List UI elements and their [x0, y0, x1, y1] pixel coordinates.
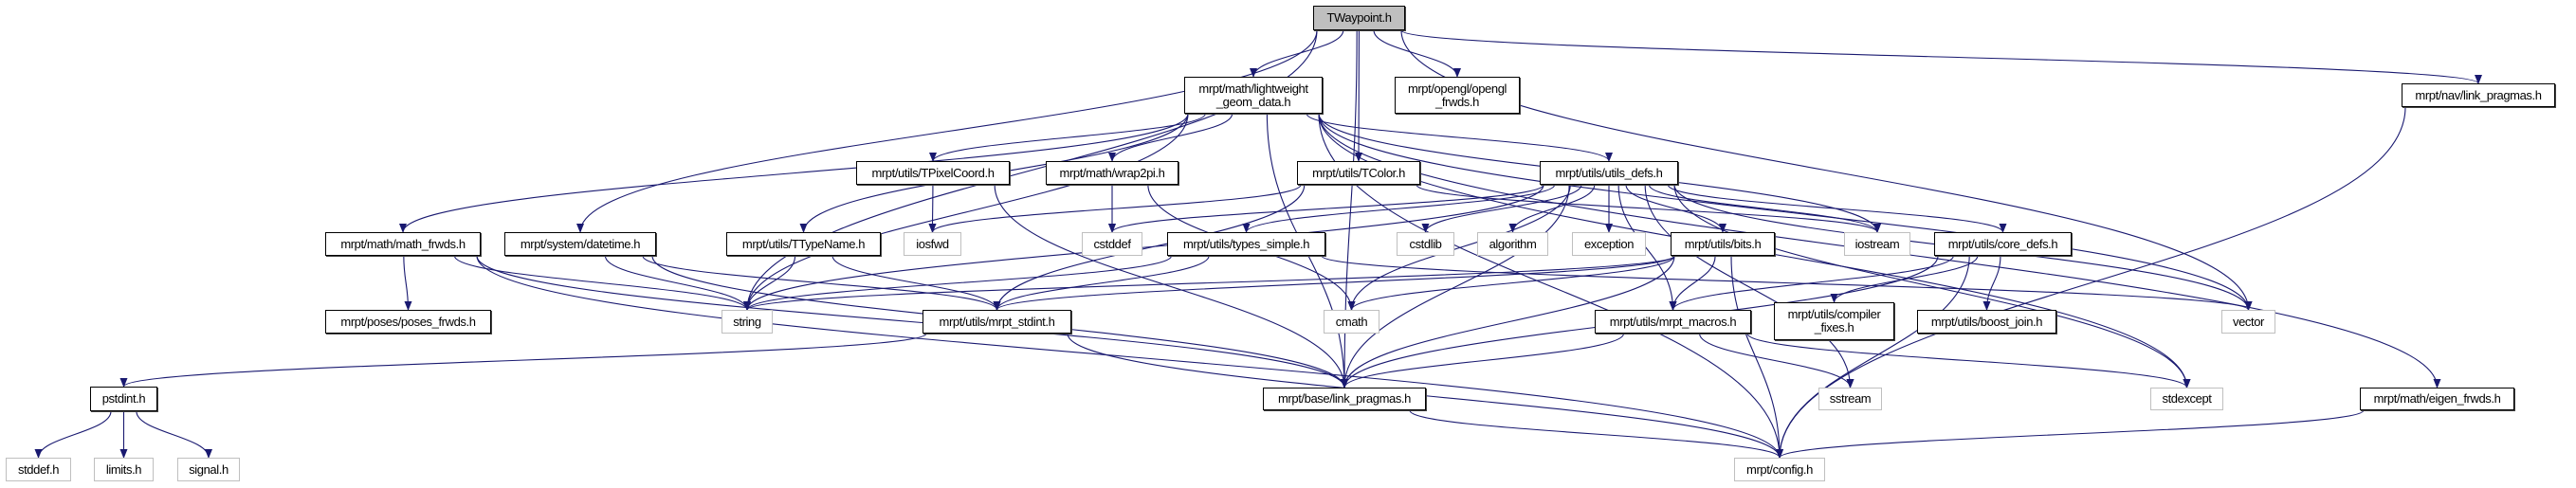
graph-node-exception: exception: [1572, 232, 1646, 256]
graph-node-sstream: sstream: [1818, 388, 1882, 410]
graph-node-vector: vector: [2221, 310, 2275, 334]
graph-node-twaypoint[interactable]: TWaypoint.h: [1313, 6, 1405, 30]
edge-base_link_pragmas-to-config: [1409, 409, 1783, 459]
graph-node-tpixelcoord[interactable]: mrpt/utils/TPixelCoord.h: [856, 161, 1010, 185]
edge-bits-to-string: [743, 255, 1675, 311]
graph-node-ttypename[interactable]: mrpt/utils/TTypeName.h: [726, 232, 881, 256]
graph-node-cmath: cmath: [1324, 310, 1379, 334]
edge-utils_defs-to-iostream: [1648, 184, 1881, 233]
edge-utils_defs-to-cmath: [1347, 184, 1571, 311]
edge-lightweight-to-math_frwds: [399, 113, 1189, 233]
edge-core_defs-to-mrpt_macros: [1669, 255, 1954, 311]
edge-twaypoint-to-opengl_frwds: [1373, 29, 1461, 78]
edge-utils_defs-to-types_simple: [1242, 184, 1556, 233]
edge-mrpt_macros-to-stdexcept: [1746, 333, 2191, 389]
edge-math_frwds-to-config: [476, 255, 1783, 459]
edge-twaypoint-to-base_link_pragmas: [1341, 29, 1358, 389]
edge-types_simple-to-string: [743, 255, 1173, 311]
graph-node-math-frwds[interactable]: mrpt/math/math_frwds.h: [325, 232, 481, 256]
graph-node-poses-frwds[interactable]: mrpt/poses/poses_frwds.h: [325, 310, 491, 334]
edge-utils_defs-to-sstream: [1644, 184, 1854, 389]
edge-math_frwds-to-base_link_pragmas: [476, 255, 1348, 389]
edge-bits-to-mrpt_stdint: [993, 255, 1675, 311]
graph-node-types-simple[interactable]: mrpt/utils/types_simple.h: [1167, 232, 1325, 256]
graph-node-config: mrpt/config.h: [1734, 458, 1825, 481]
edge-math_frwds-to-string: [453, 255, 751, 311]
graph-node-core-defs[interactable]: mrpt/utils/core_defs.h: [1934, 232, 2072, 256]
graph-node-mrpt-stdint[interactable]: mrpt/utils/mrpt_stdint.h: [923, 310, 1071, 334]
edge-tcolor-to-iosfwd: [928, 184, 1302, 233]
edge-utils_defs-to-base_link_pragmas: [1341, 184, 1570, 389]
edge-utils_defs-to-bits: [1625, 184, 1726, 233]
graph-node-boost-join[interactable]: mrpt/utils/boost_join.h: [1917, 310, 2056, 334]
graph-node-iosfwd: iosfwd: [904, 232, 961, 256]
graph-node-pstdint[interactable]: pstdint.h: [90, 387, 157, 411]
graph-node-bits[interactable]: mrpt/utils/bits.h: [1671, 232, 1775, 256]
edge-mrpt_macros-to-base_link_pragmas: [1341, 333, 1625, 389]
graph-node-stddef: stddef.h: [6, 458, 71, 481]
graph-node-cstddef: cstddef: [1082, 232, 1142, 256]
edge-twaypoint-to-nav_link_pragmas: [1400, 29, 2482, 84]
graph-node-lightweight[interactable]: mrpt/math/lightweight _geom_data.h: [1184, 77, 1323, 114]
edge-utils_defs-to-core_defs: [1667, 184, 2007, 233]
graph-node-stdexcept: stdexcept: [2150, 388, 2223, 410]
edge-bits-to-cmath: [1347, 255, 1675, 311]
edge-pstdint-to-stddef: [34, 410, 112, 459]
edge-datetime-to-mrpt_stdint: [642, 255, 1001, 311]
edge-core_defs-to-compiler_fixes: [1830, 255, 1979, 303]
edge-tcolor-to-iostream: [1416, 184, 1881, 233]
graph-node-nav-link-pragmas[interactable]: mrpt/nav/link_pragmas.h: [2402, 83, 2555, 107]
edge-utils_defs-to-cstdlib: [1421, 184, 1582, 233]
graph-node-datetime[interactable]: mrpt/system/datetime.h: [504, 232, 656, 256]
graph-node-wrap2pi[interactable]: mrpt/math/wrap2pi.h: [1046, 161, 1178, 185]
edge-utils_defs-to-algorithm: [1508, 184, 1596, 233]
graph-node-tcolor[interactable]: mrpt/utils/TColor.h: [1297, 161, 1420, 185]
graph-node-signal: signal.h: [177, 458, 240, 481]
edge-bits-to-base_link_pragmas: [1341, 255, 1675, 389]
graph-node-iostream: iostream: [1844, 232, 1910, 256]
edge-tpixelcoord-to-base_link_pragmas: [994, 184, 1348, 389]
graph-node-compiler-fixes[interactable]: mrpt/utils/compiler _fixes.h: [1774, 302, 1894, 340]
edge-twaypoint-to-datetime: [576, 29, 1318, 233]
edge-mrpt_macros-to-sstream: [1699, 333, 1854, 389]
graph-node-limits: limits.h: [94, 458, 154, 481]
edge-math_frwds-to-poses_frwds: [403, 255, 412, 311]
edge-mrpt_stdint-to-pstdint: [119, 333, 927, 388]
edge-ttypename-to-mrpt_stdint: [831, 255, 1001, 311]
edge-core_defs-to-boost_join: [1982, 255, 2001, 311]
edge-eigen_frwds-to-config: [1776, 409, 2365, 459]
edge-types_simple-to-mrpt_stdint: [993, 255, 1210, 311]
graph-node-cstdlib: cstdlib: [1397, 232, 1454, 256]
edge-pstdint-to-signal: [136, 410, 212, 459]
graph-node-string: string: [722, 310, 773, 334]
edge-ttypename-to-string: [743, 255, 796, 311]
graph-node-algorithm: algorithm: [1477, 232, 1548, 256]
edge-nav_link_pragmas-to-config: [1776, 106, 2406, 459]
edge-utils_defs-to-cstddef: [1108, 184, 1544, 233]
edge-utils_defs-to-string: [743, 184, 1544, 311]
graph-node-utils-defs[interactable]: mrpt/utils/utils_defs.h: [1540, 161, 1678, 185]
edge-lightweight-to-tpixelcoord: [929, 113, 1206, 162]
graph-node-eigen-frwds[interactable]: mrpt/math/eigen_frwds.h: [2360, 388, 2514, 410]
graph-node-opengl-frwds[interactable]: mrpt/opengl/opengl _frwds.h: [1395, 77, 1520, 114]
edge-types_simple-to-vector: [1321, 255, 2253, 311]
edge-lightweight-to-vector: [1318, 113, 2253, 311]
graph-node-base-link-pragmas[interactable]: mrpt/base/link_pragmas.h: [1263, 388, 1426, 410]
edge-lightweight-to-string: [743, 113, 1189, 311]
edge-datetime-to-string: [604, 255, 751, 311]
edge-utils_defs-to-stdexcept: [1673, 184, 2191, 389]
graph-node-mrpt-macros[interactable]: mrpt/utils/mrpt_macros.h: [1595, 310, 1751, 334]
edge-lightweight-to-wrap2pi: [1108, 113, 1233, 162]
